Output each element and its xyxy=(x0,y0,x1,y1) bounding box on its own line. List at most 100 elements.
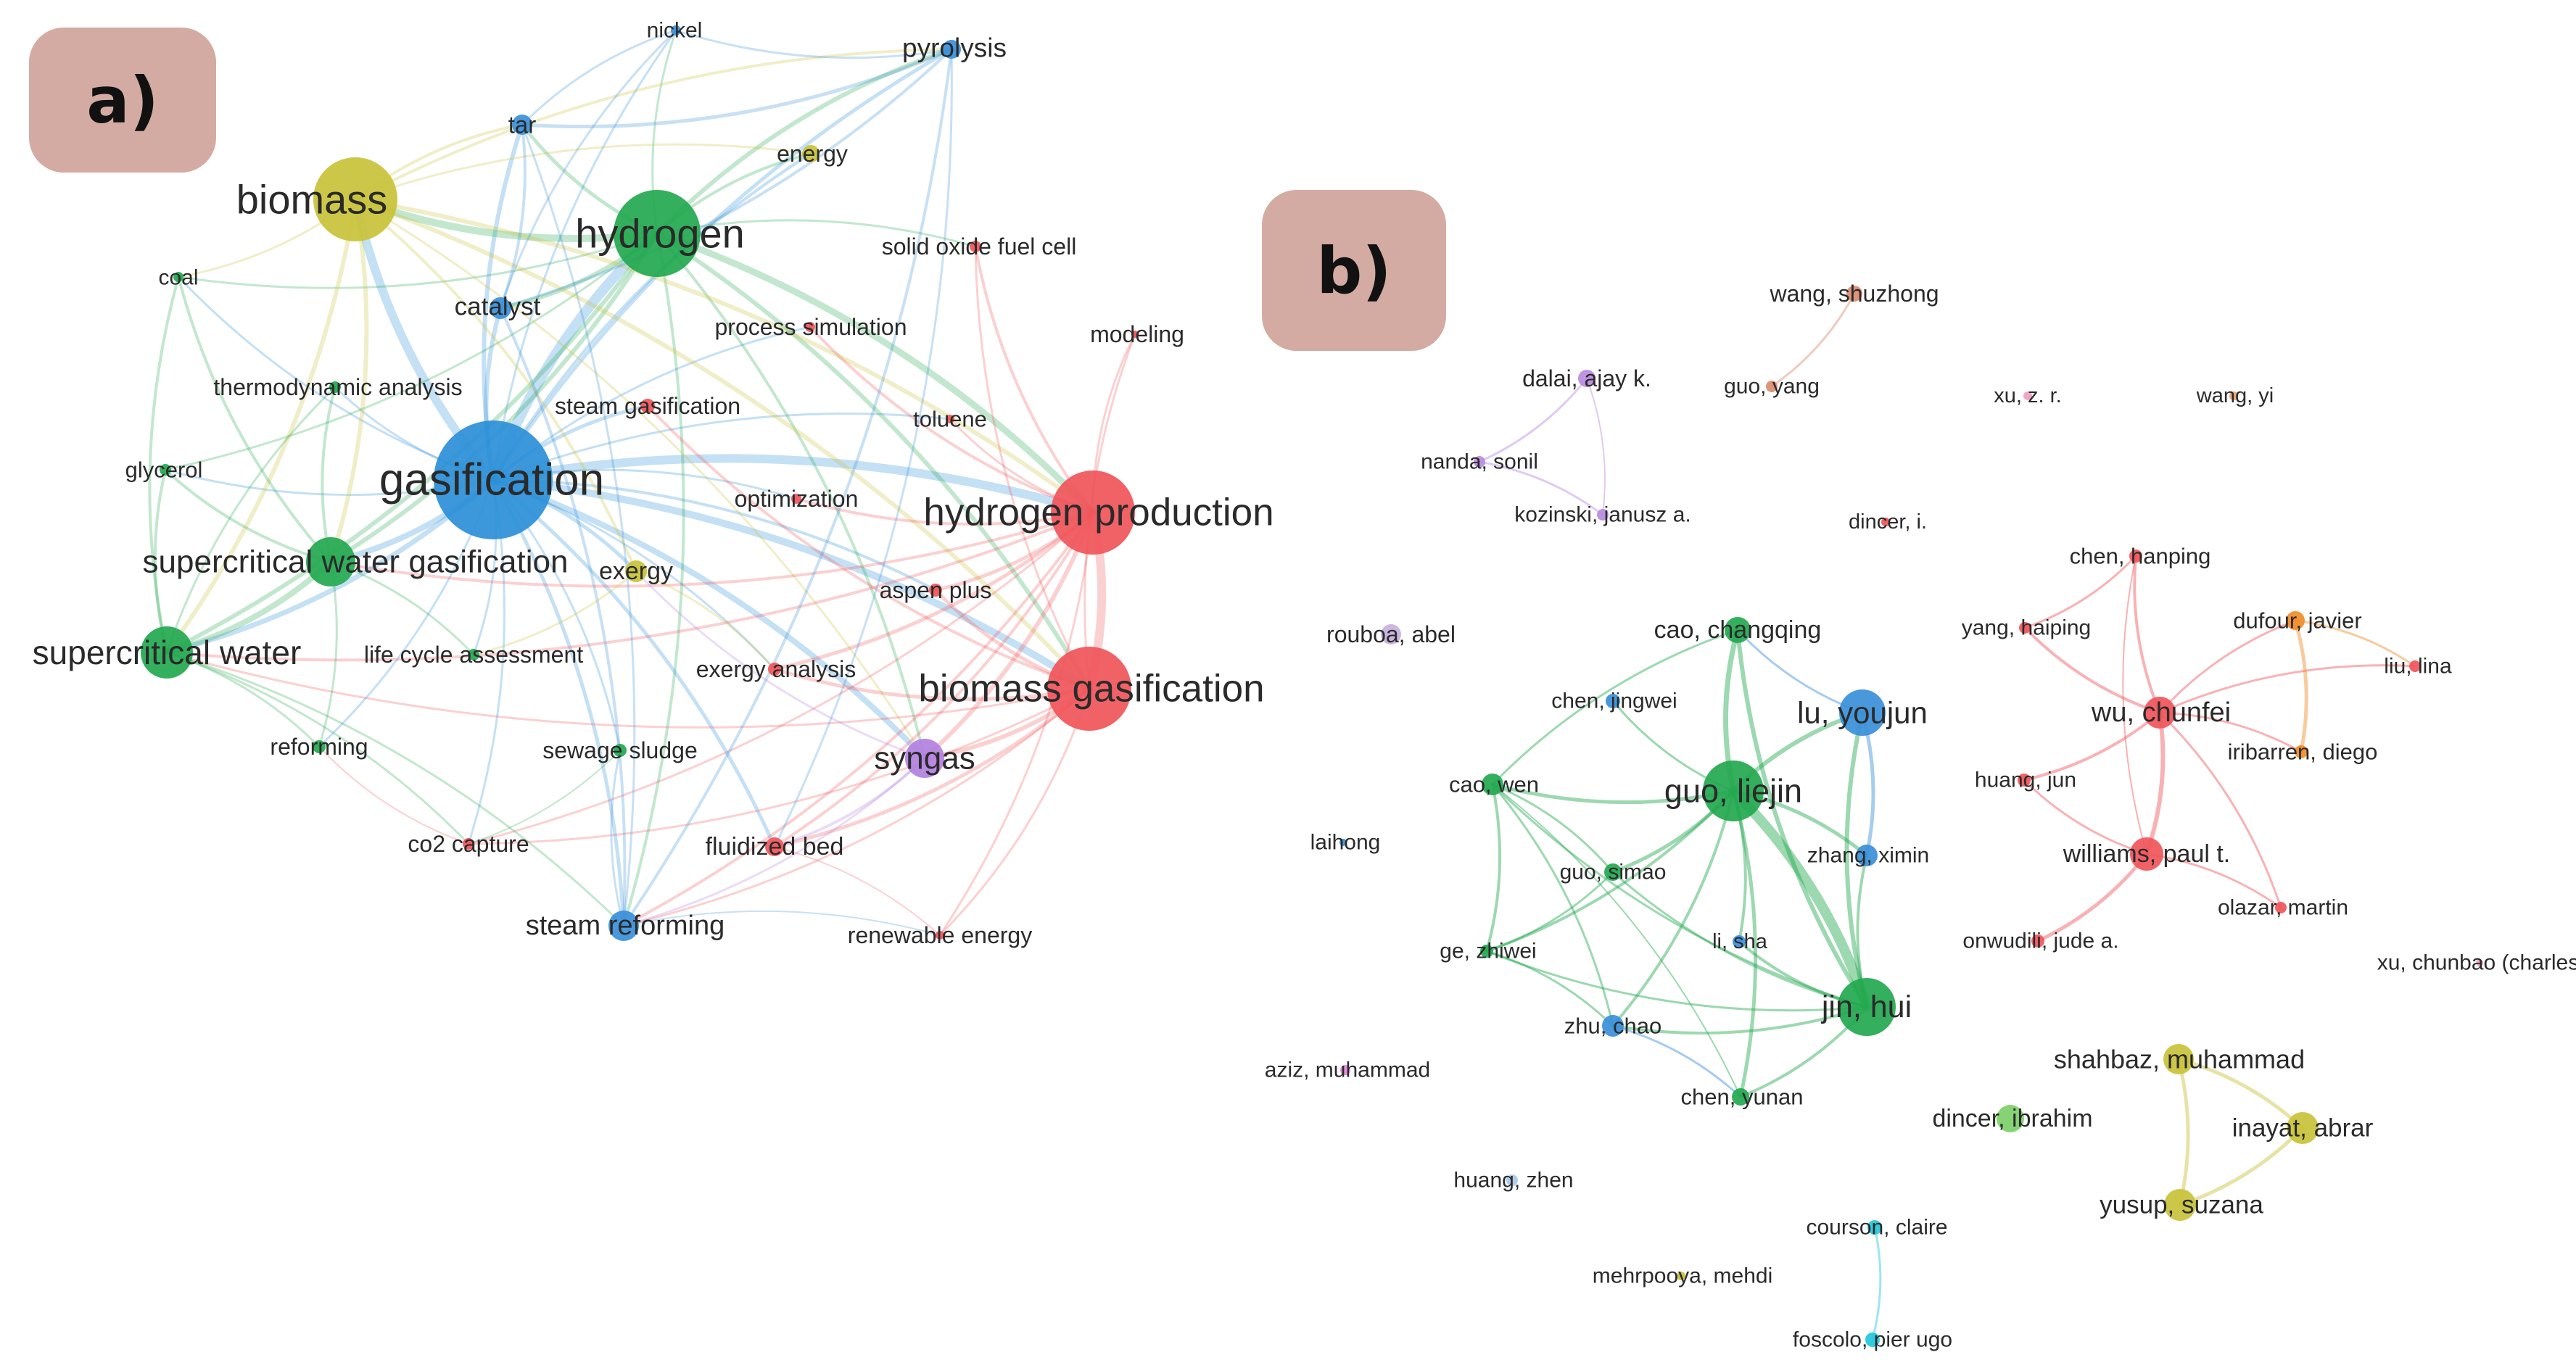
edge-biomass-pyrolysis xyxy=(354,48,953,201)
edge-hydrogen-bgas xyxy=(655,231,1091,691)
node-label-foscolo: foscolo, pier ugo xyxy=(1793,1328,1952,1352)
edge-bgas-scw xyxy=(165,651,1091,729)
edge-h2prod-scwg xyxy=(329,511,1094,588)
node-label-zhuc: zhu, chao xyxy=(1564,1013,1661,1039)
edge-pyrolysis-fbed xyxy=(773,48,953,848)
node-label-reforming: reforming xyxy=(270,734,368,760)
edge-caow-caoc xyxy=(1491,629,1739,786)
edge-h2prod-renew xyxy=(938,511,1094,937)
node-h2prod xyxy=(1051,470,1135,555)
edge-hydrogen-scwg xyxy=(329,231,659,564)
node-label-dalai: dalai, ajay k. xyxy=(1522,365,1651,391)
edge-steamref-sewage xyxy=(610,749,625,927)
node-label-catalyst: catalyst xyxy=(455,293,541,321)
edge-biomass-syngas xyxy=(354,198,926,760)
node-label-biomass: biomass xyxy=(236,177,388,223)
node-label-dufour: dufour, javier xyxy=(2233,608,2362,634)
node-label-huangz: huang, zhen xyxy=(1453,1169,1573,1193)
node-chenj xyxy=(1606,694,1620,708)
node-tar xyxy=(512,115,532,135)
node-label-sofc: solid oxide fuel cell xyxy=(882,233,1077,260)
edge-catalyst-nickel xyxy=(499,29,677,310)
node-label-dinceri: dincer, i. xyxy=(1849,510,1927,534)
node-label-huangj: huang, jun xyxy=(1975,768,2076,792)
edge-bgas-steamgas xyxy=(646,405,1091,690)
edge-h2prod-scw xyxy=(165,511,1094,662)
node-label-koz: kozinski, janusz a. xyxy=(1514,503,1690,527)
edge-co2-reforming xyxy=(318,746,469,845)
node-pyrolysis xyxy=(942,40,961,59)
edge-hydrogen-h2prod xyxy=(653,230,1097,516)
edge-tar-catalyst xyxy=(499,123,527,310)
node-label-shahbaz: shahbaz, muhammad xyxy=(2054,1045,2305,1074)
edge-wuc-huangj xyxy=(2023,711,2161,782)
edge-guol-cheny xyxy=(1731,789,1758,1099)
node-label-xuzr: xu, z. r. xyxy=(1994,384,2061,407)
node-nanda xyxy=(1474,456,1485,468)
edge-hydrogen-coal xyxy=(177,232,659,289)
node-label-jinh: jin, hui xyxy=(1820,990,1912,1024)
node-label-renew: renewable energy xyxy=(848,922,1032,948)
node-label-sewage: sewage sludge xyxy=(542,737,697,763)
node-gasification xyxy=(434,420,553,539)
node-label-steamgas: steam gasification xyxy=(555,393,740,419)
node-label-guol: guo, liejin xyxy=(1664,773,1802,810)
node-wangyi xyxy=(2229,391,2238,400)
edge-hydrogen-pyrolysis xyxy=(655,47,954,236)
node-glycerol xyxy=(160,464,171,476)
node-label-caoc: cao, changqing xyxy=(1654,616,1822,644)
node-huangz xyxy=(1506,1174,1518,1186)
edge-hydrogen-sofc xyxy=(656,219,977,248)
edge-bgas-exan xyxy=(772,667,1091,701)
edge-dufour-liul xyxy=(2294,619,2416,668)
node-label-dinceribr: dincer, ibrahim xyxy=(1932,1105,2092,1132)
edge-tar-steamref xyxy=(521,123,636,927)
node-label-wuc: wu, chunfei xyxy=(2091,697,2231,728)
node-williams xyxy=(2130,837,2163,871)
edge-williams-chenh xyxy=(2122,555,2147,855)
edge-bgas-fbed xyxy=(772,687,1091,849)
edge-caow-cheny xyxy=(1492,784,1741,1098)
node-chenh xyxy=(2129,550,2142,563)
node-label-thermo: thermodynamic analysis xyxy=(213,374,462,400)
edge-guol-jinh xyxy=(1728,786,1872,1012)
node-dinceribr xyxy=(1997,1105,2024,1132)
node-iribarren xyxy=(2295,745,2308,758)
edges-panel-b xyxy=(1478,292,2416,1341)
edge-wuc-olazar xyxy=(2158,711,2282,909)
node-yusup xyxy=(2164,1189,2196,1221)
node-label-zhangx: zhang, ximin xyxy=(1807,844,1929,868)
edge-scw-thermo xyxy=(165,386,337,654)
edge-gasification-aspen xyxy=(492,478,937,592)
edge-wuc-dufour xyxy=(2158,619,2297,714)
node-shahbaz xyxy=(2163,1044,2194,1074)
edge-biomass-bgas xyxy=(353,197,1091,691)
node-catalyst xyxy=(490,297,511,319)
node-label-exan: exergy analysis xyxy=(696,656,856,682)
node-label-mehrpooya: mehrpooya, mehdi xyxy=(1593,1264,1772,1288)
edge-wuc-chenh xyxy=(2133,555,2161,714)
node-lca xyxy=(468,649,479,660)
edge-wuc-yangh xyxy=(2023,626,2161,714)
node-label-energy: energy xyxy=(777,141,848,167)
node-label-cheny: chen, yunan xyxy=(1681,1085,1804,1110)
node-dufour xyxy=(2286,611,2305,630)
node-label-fbed: fluidized bed xyxy=(706,833,844,861)
node-label-syngas: syngas xyxy=(874,741,975,776)
node-label-tar: tar xyxy=(508,112,537,138)
edge-gasification-nickel xyxy=(492,29,677,481)
node-exan xyxy=(768,663,781,676)
node-thermo xyxy=(329,381,341,393)
node-label-lca: life cycle assessment xyxy=(364,642,583,668)
edge-jinh-gez xyxy=(1485,950,1868,1012)
edge-h2prod-exan xyxy=(772,510,1095,671)
edge-dalai-nanda xyxy=(1478,377,1588,463)
edge-courson-foscolo xyxy=(1871,1226,1882,1341)
node-label-modeling: modeling xyxy=(1090,321,1184,347)
node-energy xyxy=(802,145,820,162)
node-label-toluene: toluene xyxy=(913,407,987,432)
edge-biomass-exergy xyxy=(354,198,637,573)
edge-caow-guos xyxy=(1491,783,1614,874)
node-xucb xyxy=(2476,959,2483,966)
